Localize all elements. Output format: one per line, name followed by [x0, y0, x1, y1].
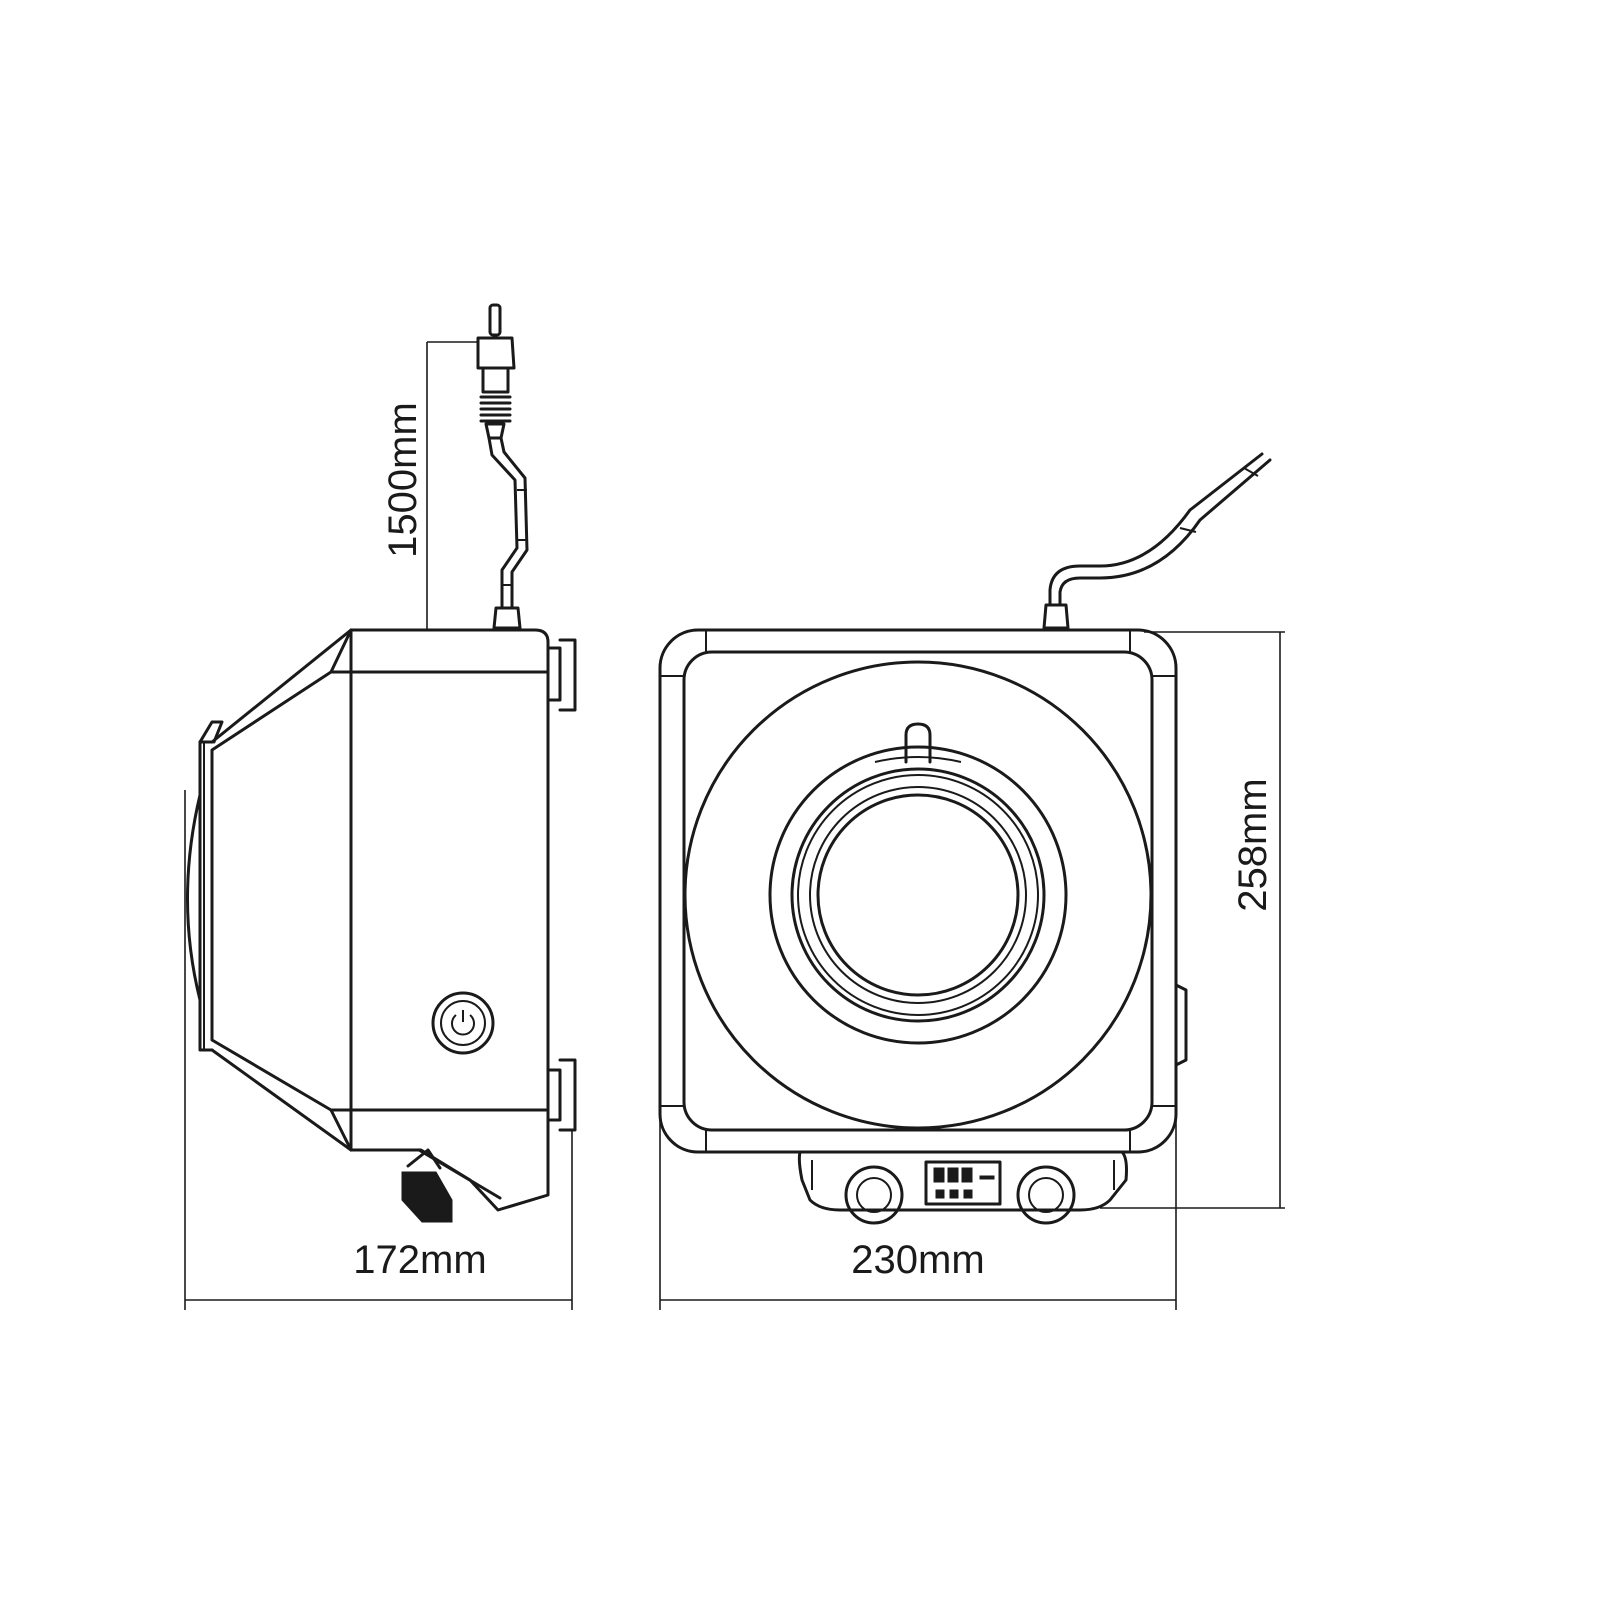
width-dimension — [659, 1110, 1177, 1310]
control-pod — [797, 1150, 1128, 1225]
side-lens — [198, 740, 214, 1052]
height-dimension — [1100, 631, 1285, 1209]
height-label: 258mm — [1231, 778, 1275, 911]
power-button-icon — [431, 991, 495, 1055]
front-view: 230mm 258mm — [658, 452, 1285, 1310]
side-mount-bottom — [546, 1058, 577, 1132]
side-cone — [210, 628, 353, 1152]
lens — [768, 745, 1068, 1045]
side-mount-top — [546, 638, 577, 712]
front-power-cord — [1048, 452, 1272, 607]
cord-length-label: 1500mm — [381, 402, 425, 558]
power-plug — [476, 303, 516, 440]
side-view: 1500mm 172mm — [184, 303, 577, 1310]
width-label: 230mm — [851, 1238, 984, 1282]
power-cord — [487, 436, 529, 610]
side-housing — [349, 628, 550, 1212]
depth-label: 172mm — [353, 1238, 486, 1282]
front-housing — [658, 628, 1178, 1154]
front-plate — [683, 660, 1153, 1130]
front-side-switch — [1174, 983, 1188, 1067]
side-connector — [401, 1148, 502, 1223]
cord-length-dimension — [421, 341, 494, 631]
lens-nub — [904, 722, 932, 764]
depth-dimension — [184, 790, 573, 1310]
